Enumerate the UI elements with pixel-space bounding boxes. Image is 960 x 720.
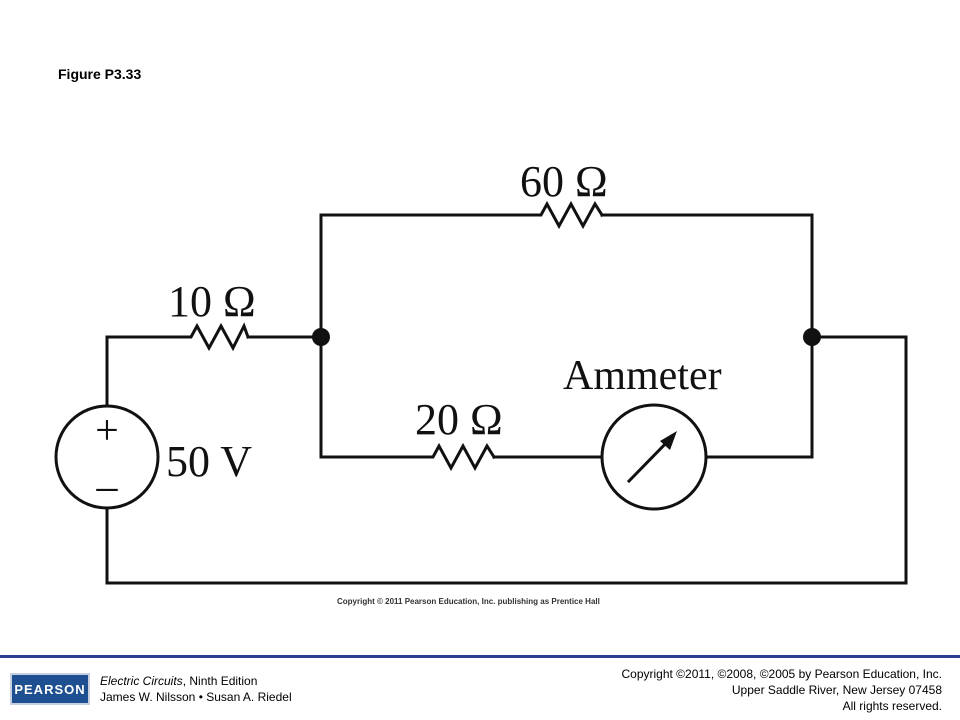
voltage-source-symbol (54, 404, 160, 510)
book-authors: James W. Nilsson • Susan A. Riedel (100, 690, 292, 704)
ammeter-label: Ammeter (563, 353, 722, 399)
source-plus-sign: + (95, 408, 119, 454)
publisher-address: Upper Saddle River, New Jersey 07458 (731, 683, 942, 697)
circuit-diagram: + – 60 Ω 10 Ω 20 Ω 50 V Ammeter (54, 157, 908, 585)
node-left (312, 328, 330, 346)
resistor-10-label: 10 Ω (168, 277, 256, 326)
resistor-10-symbol (178, 322, 250, 352)
figure-copyright: Copyright © 2011 Pearson Education, Inc.… (337, 597, 600, 606)
resistor-60-label: 60 Ω (520, 157, 608, 206)
source-voltage-label: 50 V (166, 437, 252, 486)
footer-divider (0, 655, 960, 658)
wire-top-branch (319, 213, 814, 339)
publisher-rights: All rights reserved. (842, 699, 942, 713)
book-info: Electric Circuits, Ninth Edition James W… (100, 673, 292, 705)
wire-bottom-branch (319, 335, 814, 459)
wire-left-bottom (105, 335, 908, 585)
resistor-20-label: 20 Ω (415, 395, 503, 444)
wire-left-top (105, 335, 182, 407)
book-edition: , Ninth Edition (182, 674, 258, 688)
book-title: Electric Circuits (100, 674, 183, 688)
resistor-60-symbol (528, 200, 605, 230)
publisher-copyright: Copyright ©2011, ©2008, ©2005 by Pearson… (621, 667, 942, 681)
pearson-logo-text: PEARSON (14, 681, 86, 697)
publisher-info: Copyright ©2011, ©2008, ©2005 by Pearson… (621, 666, 942, 714)
resistor-20-symbol (422, 442, 497, 472)
ammeter-arrow-head (660, 431, 677, 450)
ammeter-symbol (600, 403, 708, 511)
node-right (803, 328, 821, 346)
pearson-logo: PEARSON (10, 673, 90, 705)
figure-title: Figure P3.33 (58, 66, 142, 82)
source-minus-sign: – (96, 464, 119, 510)
